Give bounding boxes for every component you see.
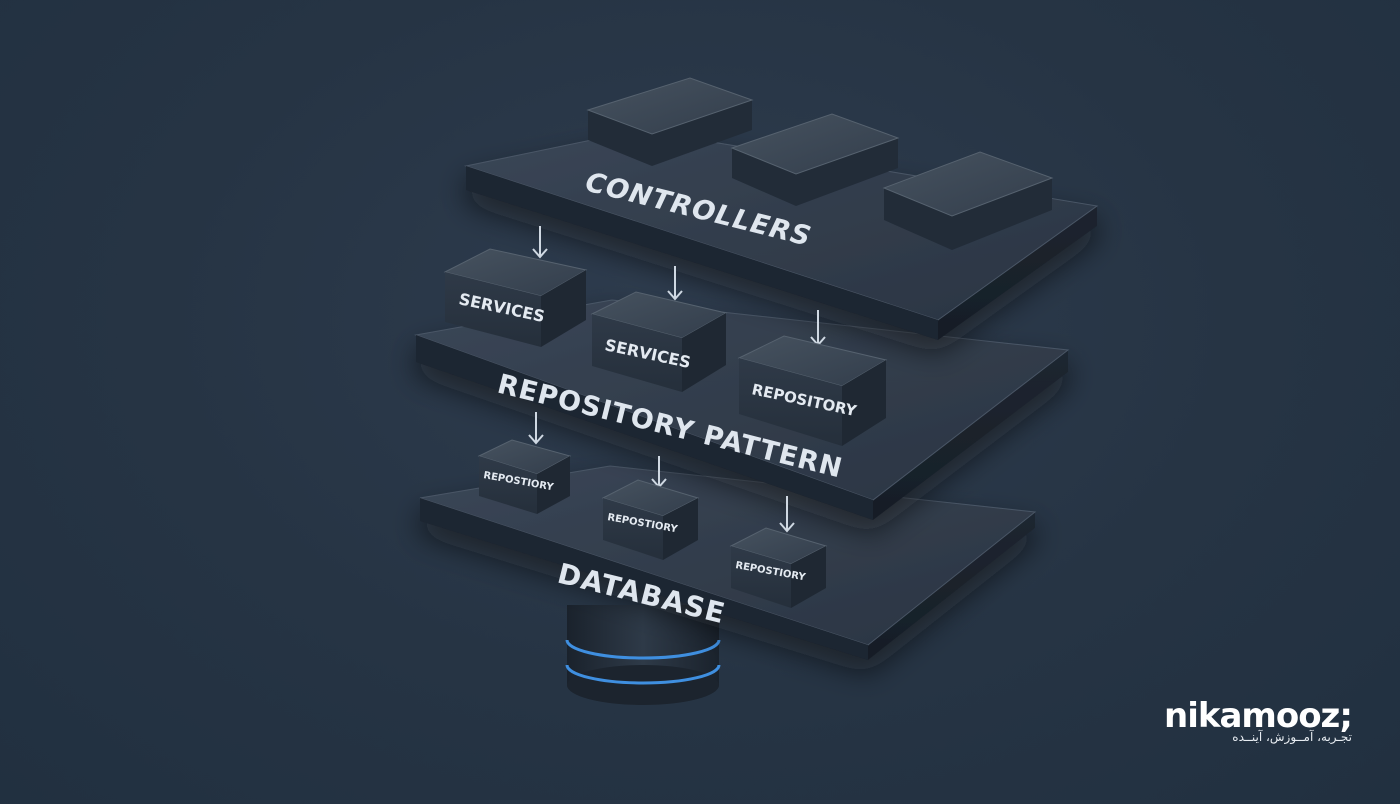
database-cylinder [565,605,721,705]
database-ring-2 [565,664,721,685]
database-layer [419,465,1037,660]
controller-pad-2 [730,113,900,206]
repostiory-block-3 [729,527,828,608]
brand-name: nikamooz; [1164,696,1353,736]
arrow-controllers-to-services-2 [667,266,683,301]
services-block-1 [443,248,588,347]
services-block-2 [590,291,728,392]
controller-pad-1 [586,77,754,166]
controller-pad-3 [882,151,1054,250]
database-ring-1 [565,639,721,660]
repository-block [737,335,888,446]
arrow-to-repostiory-3 [779,496,795,533]
brand-tagline: تجـربه، آمــوزش، آینــده [1232,730,1352,744]
nikamooz-logo: nikamooz; تجـربه، آمــوزش، آینــده [1158,696,1358,756]
arrow-controllers-to-services-1 [532,226,548,259]
repostiory-block-1 [477,439,572,514]
repostiory-block-2 [601,479,700,560]
arrow-to-repostiory-1 [528,412,544,445]
